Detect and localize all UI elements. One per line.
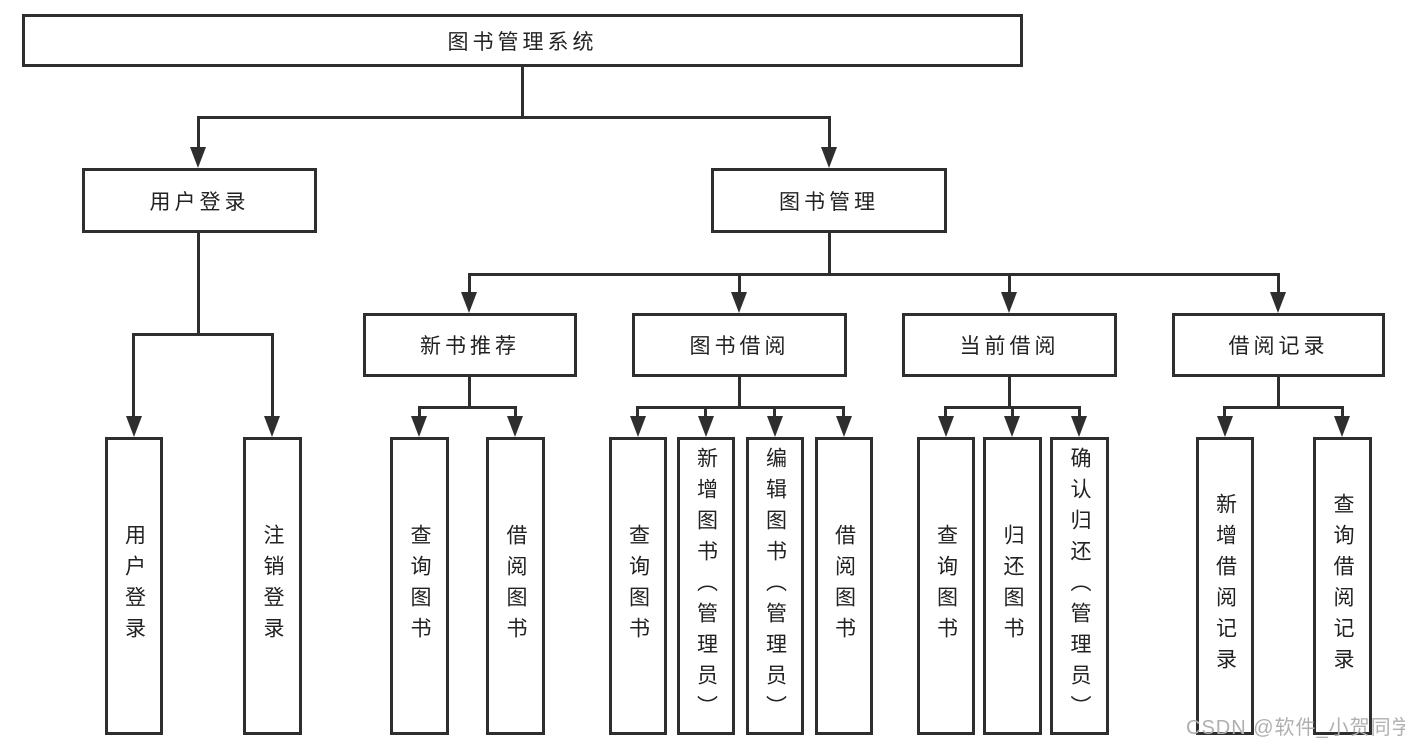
- arrowhead: [630, 416, 646, 437]
- connector-line: [1223, 406, 1343, 409]
- leaf-label: 借阅图书: [832, 524, 856, 648]
- arrowhead: [411, 416, 427, 437]
- connector-line: [468, 273, 1280, 276]
- node-borrowing-records: 借阅记录: [1172, 313, 1385, 377]
- connector-line: [944, 406, 947, 418]
- arrowhead: [767, 416, 783, 437]
- leaf-borrowing-query-books: 查询图书: [609, 437, 667, 735]
- arrowhead: [1217, 416, 1233, 437]
- watermark: CSDN @软件_小贺同学: [1186, 717, 1405, 739]
- connector-line: [1277, 273, 1280, 295]
- connector-line: [521, 67, 524, 119]
- leaf-label: 查询图书: [934, 524, 958, 648]
- leaf-label: 编辑图书（管理员）: [763, 446, 787, 726]
- leaf-current-query-books: 查询图书: [917, 437, 975, 735]
- leaf-label: 借阅图书: [504, 524, 527, 648]
- leaf-label: 查询图书: [408, 524, 431, 648]
- node-new-book-recommend: 新书推荐: [363, 313, 577, 377]
- connector-line: [1008, 273, 1011, 295]
- connector-line: [738, 377, 741, 408]
- leaf-current-return-books: 归还图书: [983, 437, 1042, 735]
- leaf-label: 归还图书: [1001, 524, 1024, 648]
- leaf-logout: 注销登录: [243, 437, 302, 735]
- connector-line: [514, 406, 517, 418]
- leaf-borrowing-borrow-books: 借阅图书: [815, 437, 873, 735]
- leaf-recommend-borrow-books: 借阅图书: [486, 437, 545, 735]
- arrowhead: [190, 147, 206, 168]
- arrowhead: [731, 292, 747, 313]
- leaf-label: 新增借阅记录: [1213, 493, 1237, 679]
- connector-line: [197, 233, 200, 335]
- leaf-records-query-record: 查询借阅记录: [1313, 437, 1372, 735]
- leaf-records-add-record: 新增借阅记录: [1196, 437, 1254, 735]
- connector-line: [842, 406, 845, 418]
- leaf-label: 新增图书（管理员）: [694, 446, 718, 726]
- node-library-system: 图书管理系统: [22, 14, 1023, 67]
- leaf-user-login: 用户登录: [105, 437, 163, 735]
- leaf-borrowing-add-books-admin: 新增图书（管理员）: [677, 437, 735, 735]
- leaf-borrowing-edit-books-admin: 编辑图书（管理员）: [746, 437, 804, 735]
- node-book-borrowing: 图书借阅: [632, 313, 847, 377]
- connector-line: [132, 333, 274, 336]
- arrowhead: [1004, 416, 1020, 437]
- connector-line: [1078, 406, 1081, 418]
- connector-line: [1011, 406, 1014, 418]
- arrowhead: [264, 416, 280, 437]
- arrowhead: [1001, 292, 1017, 313]
- connector-line: [636, 406, 639, 418]
- leaf-current-confirm-return-admin: 确认归还（管理员）: [1050, 437, 1109, 735]
- connector-line: [828, 233, 831, 275]
- arrowhead: [698, 416, 714, 437]
- connector-line: [773, 406, 776, 418]
- arrowhead: [461, 292, 477, 313]
- connector-line: [1008, 377, 1011, 408]
- arrowhead: [836, 416, 852, 437]
- arrowhead: [1334, 416, 1350, 437]
- node-user-login: 用户登录: [82, 168, 317, 233]
- connector-line: [828, 116, 831, 150]
- connector-line: [132, 333, 135, 419]
- connector-line: [418, 406, 517, 409]
- connector-line: [636, 406, 845, 409]
- connector-line: [1277, 377, 1280, 408]
- arrowhead: [938, 416, 954, 437]
- leaf-label: 确认归还（管理员）: [1068, 446, 1091, 726]
- arrowhead: [507, 416, 523, 437]
- node-current-borrowing: 当前借阅: [902, 313, 1117, 377]
- connector-line: [197, 116, 200, 150]
- arrowhead: [821, 147, 837, 168]
- arrowhead: [1270, 292, 1286, 313]
- node-book-management: 图书管理: [711, 168, 947, 233]
- connector-line: [1223, 406, 1226, 418]
- connector-line: [418, 406, 421, 418]
- leaf-label: 查询借阅记录: [1331, 493, 1354, 679]
- connector-line: [1341, 406, 1344, 418]
- arrowhead: [1071, 416, 1087, 437]
- leaf-recommend-query-books: 查询图书: [390, 437, 449, 735]
- connector-line: [704, 406, 707, 418]
- connector-line: [197, 116, 831, 119]
- leaf-label: 注销登录: [261, 524, 284, 648]
- connector-line: [468, 377, 471, 408]
- leaf-label: 用户登录: [122, 524, 146, 648]
- leaf-label: 查询图书: [626, 524, 650, 648]
- connector-line: [738, 273, 741, 295]
- arrowhead: [126, 416, 142, 437]
- connector-line: [468, 273, 471, 295]
- connector-line: [271, 333, 274, 419]
